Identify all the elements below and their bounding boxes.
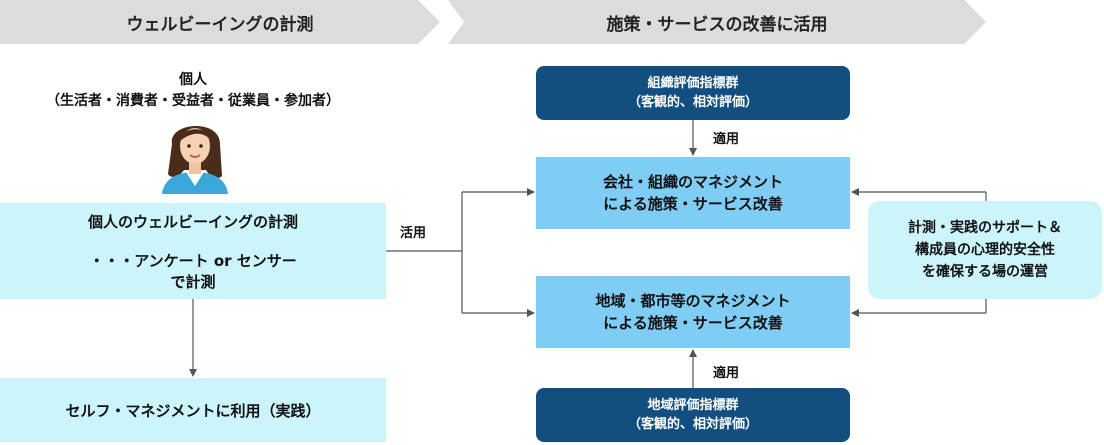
woman-avatar-icon — [162, 125, 228, 194]
header-left-label: ウェルビーイングの計測 — [126, 14, 314, 35]
region-indicators-line-2: （客観的、相対評価） — [627, 417, 758, 432]
support-operation-box: 計測・実践のサポート＆ 構成員の心理的安全性 を確保する場の運営 — [868, 201, 1102, 299]
company-line-2: による施策・サービス改善 — [603, 195, 783, 213]
org-indicators-box: 組織評価指標群 （客観的、相対評価） — [536, 66, 850, 120]
self-management-text: セルフ・マネジメントに利用（実践） — [65, 401, 321, 420]
individual-measurement-box: 個人のウェルビーイングの計測 ・・・アンケート or センサー で計測 — [0, 203, 386, 299]
header-service-improvement: 施策・サービスの改善に活用 — [448, 0, 986, 44]
support-line-2: 構成員の心理的安全性 — [915, 242, 1055, 258]
region-indicators-line-1: 地域評価指標群 — [647, 398, 739, 413]
support-line-1: 計測・実践のサポート＆ — [908, 220, 1062, 236]
company-management-box: 会社・組織のマネジメント による施策・サービス改善 — [536, 157, 850, 229]
apply-label-bottom: 適用 — [713, 366, 740, 381]
self-management-box: セルフ・マネジメントに利用（実践） — [0, 378, 386, 442]
measurement-line-2: ・・・アンケート or センサー — [89, 251, 297, 270]
org-indicators-line-2: （客観的、相対評価） — [627, 95, 758, 110]
header-right-label: 施策・サービスの改善に活用 — [606, 14, 828, 35]
measurement-line-3: で計測 — [170, 272, 216, 291]
region-indicators-box: 地域評価指標群 （客観的、相対評価） — [536, 388, 850, 442]
person-roles: （生活者・消費者・受益者・従業員・参加者） — [46, 93, 340, 109]
company-line-1: 会社・組織のマネジメント — [602, 173, 783, 191]
person-title: 個人 — [179, 72, 207, 88]
measurement-line-1: 個人のウェルビーイングの計測 — [87, 212, 298, 231]
org-indicators-line-1: 組織評価指標群 — [647, 76, 739, 91]
use-label: 活用 — [400, 226, 427, 241]
apply-label-top: 適用 — [713, 132, 740, 147]
support-line-3: を確保する場の運営 — [922, 264, 1048, 280]
region-line-1: 地域・都市等のマネジメント — [595, 292, 791, 310]
header-wellbeing-measurement: ウェルビーイングの計測 — [0, 0, 440, 44]
person-label: 個人 （生活者・消費者・受益者・従業員・参加者） — [0, 70, 386, 112]
region-management-box: 地域・都市等のマネジメント による施策・サービス改善 — [536, 276, 850, 348]
region-line-2: による施策・サービス改善 — [603, 314, 783, 332]
